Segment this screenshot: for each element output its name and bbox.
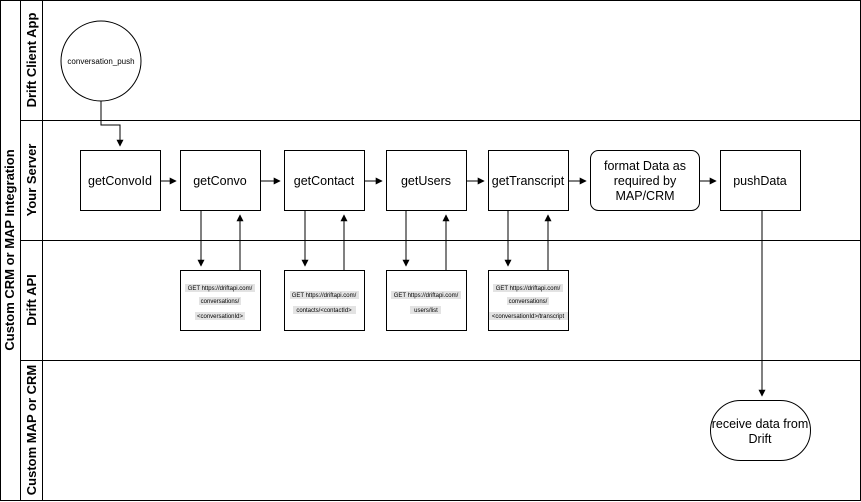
api-line-1: GET https://driftapi.com/	[496, 286, 561, 292]
step-format-data[interactable]: format Data as required by MAP/CRM	[590, 150, 700, 211]
end-event-line-1: receive data from	[712, 417, 809, 431]
step-get-contact[interactable]: getContact	[284, 150, 365, 211]
lane-label-client: Drift Client App	[24, 13, 39, 108]
api-line-2: users/list	[414, 308, 438, 314]
step-label-line-1: format Data as	[604, 159, 686, 173]
lane-label-server: Your Server	[24, 144, 39, 217]
end-event-line-2: Drift	[749, 432, 772, 446]
step-get-users[interactable]: getUsers	[386, 150, 467, 211]
api-call-get-conversation[interactable]: GET https://driftapi.com/ conversations/…	[180, 270, 261, 331]
step-get-convo-id[interactable]: getConvoId	[80, 150, 161, 211]
api-call-get-contact[interactable]: GET https://driftapi.com/ contacts/<cont…	[284, 270, 365, 331]
lane-label-crm: Custom MAP or CRM	[24, 365, 39, 495]
api-line-3: <conversationId>/transcript	[492, 314, 565, 320]
api-line-1: GET https://driftapi.com/	[292, 293, 357, 299]
api-line-2: conversations/	[201, 299, 240, 305]
connector-event-to-convoid	[100, 101, 124, 147]
step-get-convo[interactable]: getConvo	[180, 150, 261, 211]
api-line-2: contacts/<contactId>	[296, 308, 352, 314]
step-label: getUsers	[401, 174, 451, 188]
api-line-3: <conversationId>	[197, 314, 244, 320]
step-label: getConvo	[193, 174, 247, 188]
step-get-transcript[interactable]: getTranscript	[488, 150, 569, 211]
step-label: pushData	[733, 174, 787, 188]
step-label-line-3: MAP/CRM	[615, 189, 674, 203]
step-label: getTranscript	[492, 174, 565, 188]
api-line-1: GET https://driftapi.com/	[188, 286, 253, 292]
start-event-conversation-push[interactable]: conversation_push	[60, 20, 142, 102]
step-label: getContact	[294, 174, 355, 188]
api-call-get-transcript[interactable]: GET https://driftapi.com/ conversations/…	[488, 270, 569, 331]
step-label: getConvoId	[88, 174, 152, 188]
api-line-1: GET https://driftapi.com/	[394, 293, 459, 299]
start-event-label: conversation_push	[67, 57, 134, 66]
lane-label-api: Drift API	[24, 274, 39, 326]
api-call-get-users[interactable]: GET https://driftapi.com/ users/list	[386, 270, 467, 331]
step-push-data[interactable]: pushData	[720, 150, 801, 211]
step-label-line-2: required by	[614, 174, 677, 188]
pool-title: Custom CRM or MAP Integration	[2, 149, 17, 350]
api-line-2: conversations/	[509, 299, 548, 305]
end-event-receive-data[interactable]: receive data from Drift	[710, 400, 811, 461]
